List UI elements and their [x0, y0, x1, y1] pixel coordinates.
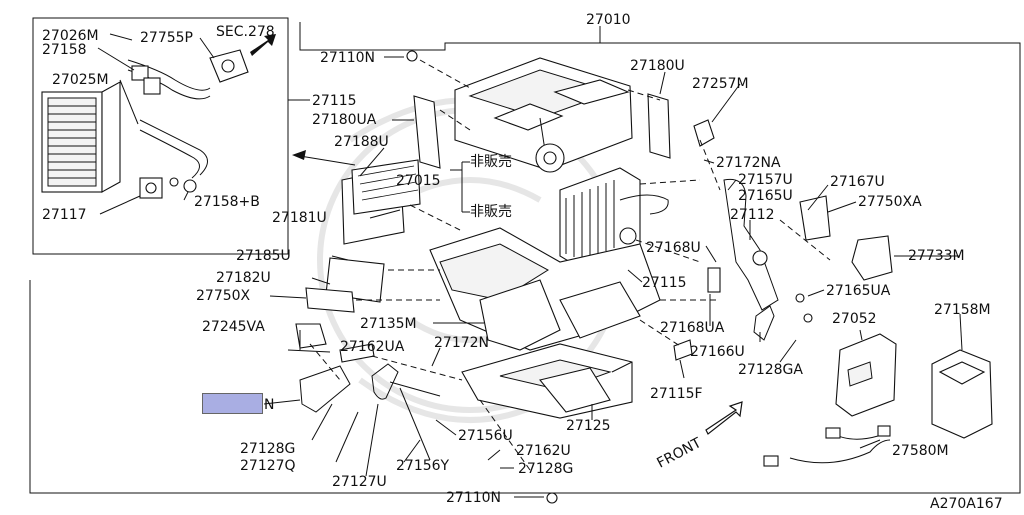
reference-code: A270A167	[930, 496, 1003, 511]
label-27112[interactable]: 27112	[730, 207, 775, 223]
label-27115-inset[interactable]: 27115	[312, 93, 357, 109]
label-27165ua[interactable]: 27165UA	[826, 283, 891, 299]
label-27117[interactable]: 27117	[42, 207, 87, 223]
label-27052[interactable]: 27052	[832, 311, 877, 327]
label-27172n[interactable]: 27172N	[434, 335, 489, 351]
label-27157u[interactable]: 27157U	[738, 172, 793, 188]
label-27158m[interactable]: 27158M	[934, 302, 991, 318]
front-label: FRONT	[654, 435, 704, 472]
label-27025m[interactable]: 27025M	[52, 72, 109, 88]
front-arrow-icon	[705, 401, 743, 435]
main-frame	[29, 22, 1021, 494]
label-27185u[interactable]: 27185U	[236, 248, 291, 264]
label-27026m[interactable]: 27026M	[42, 28, 99, 44]
heater-unit-housing	[429, 57, 669, 419]
label-27172na[interactable]: 27172NA	[716, 155, 781, 171]
label-27750xa[interactable]: 27750XA	[858, 194, 922, 210]
label-27733m[interactable]: 27733M	[908, 248, 965, 264]
filters	[305, 93, 671, 313]
label-27257m[interactable]: 27257M	[692, 76, 749, 92]
heater-core-inset	[32, 17, 310, 255]
label-27158b[interactable]: 27158+B	[194, 194, 260, 210]
label-27127u[interactable]: 27127U	[332, 474, 387, 490]
label-leaders	[263, 26, 963, 498]
part-labels: 27010 27110N 27026M 27158 27755P SEC.278…	[42, 12, 1003, 512]
label-27162ua[interactable]: 27162UA	[340, 339, 405, 355]
label-27015[interactable]: 27015	[396, 173, 441, 189]
label-27156y[interactable]: 27156Y	[396, 458, 450, 474]
label-27167u[interactable]: 27167U	[830, 174, 885, 190]
control-units	[763, 333, 993, 467]
label-27168ua[interactable]: 27168UA	[660, 320, 725, 336]
front-indicator: FRONT	[654, 401, 743, 472]
label-27182u[interactable]: 27182U	[216, 270, 271, 286]
label-27127q[interactable]: 27127Q	[240, 458, 296, 474]
label-27180ua[interactable]: 27180UA	[312, 112, 377, 128]
label-27128g-bottom[interactable]: 27128G	[518, 461, 573, 477]
label-hihanbai-2[interactable]: 非販売	[470, 204, 512, 220]
label-27128ga[interactable]: 27128GA	[738, 362, 803, 378]
highlight-suffix: N	[264, 397, 274, 413]
highlighted-part-box[interactable]	[202, 393, 263, 414]
label-27168u[interactable]: 27168U	[646, 240, 701, 256]
label-27580m[interactable]: 27580M	[892, 443, 949, 459]
direction-arrow-icon	[292, 150, 306, 160]
grommet-part	[209, 49, 249, 83]
label-27115f[interactable]: 27115F	[650, 386, 703, 402]
label-27180u[interactable]: 27180U	[630, 58, 685, 74]
label-27110n-bottom[interactable]: 27110N	[446, 490, 501, 506]
label-27245va[interactable]: 27245VA	[202, 319, 265, 335]
label-27010[interactable]: 27010	[586, 12, 631, 28]
label-hihanbai-1[interactable]: 非販売	[470, 154, 512, 170]
label-sec-278[interactable]: SEC.278	[216, 24, 275, 40]
label-27166u[interactable]: 27166U	[690, 344, 745, 360]
heater-core	[41, 81, 121, 193]
label-27162u[interactable]: 27162U	[516, 443, 571, 459]
label-27128g-left[interactable]: 27128G	[240, 441, 295, 457]
label-27181u[interactable]: 27181U	[272, 210, 327, 226]
label-27158[interactable]: 27158	[42, 42, 87, 58]
label-27165u[interactable]: 27165U	[738, 188, 793, 204]
label-27135m[interactable]: 27135M	[360, 316, 417, 332]
label-27755p[interactable]: 27755P	[140, 30, 193, 46]
dashed-leaders	[309, 59, 831, 471]
label-27110n-top[interactable]: 27110N	[320, 50, 375, 66]
label-27125[interactable]: 27125	[566, 418, 611, 434]
sec-arrow-icon	[250, 34, 276, 56]
label-27750x[interactable]: 27750X	[196, 288, 251, 304]
label-27188u[interactable]: 27188U	[334, 134, 389, 150]
label-27156u[interactable]: 27156U	[458, 428, 513, 444]
linkage-parts	[295, 50, 893, 504]
label-27115-mid[interactable]: 27115	[642, 275, 687, 291]
